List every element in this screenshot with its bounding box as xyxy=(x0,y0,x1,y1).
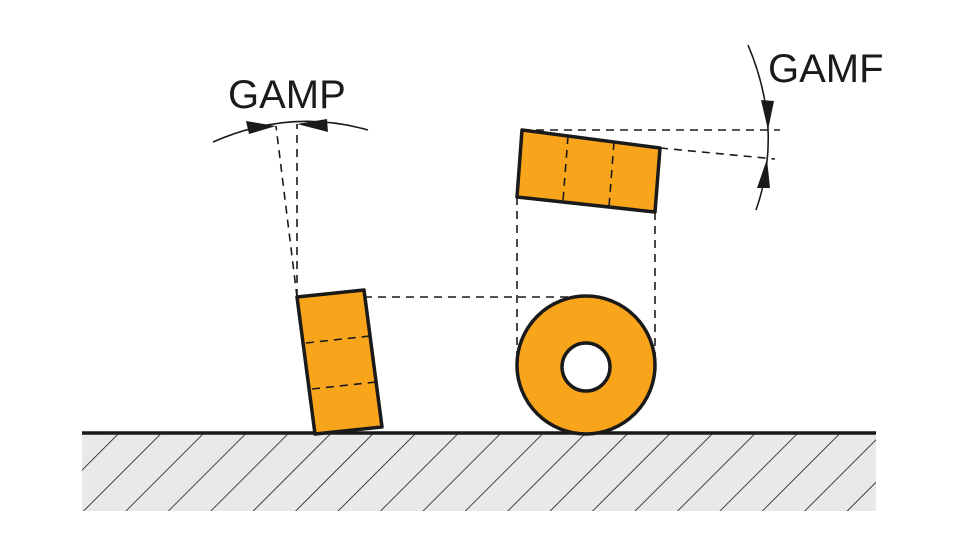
gamp-dimension: GAMP xyxy=(212,73,369,143)
gamf-arrow-up-icon xyxy=(757,159,770,188)
gamf-arrow-down-icon xyxy=(761,100,774,130)
projection-line-tilted-top xyxy=(659,147,776,160)
ring-hole xyxy=(560,341,612,393)
part-tilted-standing-hidden-line-upper xyxy=(305,335,371,344)
gamp-label: GAMP xyxy=(228,73,346,117)
ring-part xyxy=(515,294,657,436)
part-tilted-standing xyxy=(295,288,384,436)
gamf-dimension: GAMF xyxy=(747,44,884,211)
part-tilted-standing-hidden-line-lower xyxy=(311,381,377,390)
gamp-arrow-left-icon xyxy=(246,121,276,134)
ground-hatch xyxy=(82,433,876,511)
gamf-label: GAMF xyxy=(768,47,884,91)
part-tilted-lying-hidden-line-left xyxy=(562,135,569,202)
projection-lines xyxy=(275,124,780,356)
part-tilted-lying-hidden-line-right xyxy=(608,141,615,208)
part-tilted-lying xyxy=(515,128,662,214)
part-tilted-lying-body xyxy=(515,128,662,214)
projection-line-gamp-left xyxy=(275,125,298,298)
gamp-arc xyxy=(212,120,369,143)
gamp-arrow-right-icon xyxy=(297,119,328,132)
part-tilted-standing-body xyxy=(295,288,384,436)
ground xyxy=(82,431,876,511)
